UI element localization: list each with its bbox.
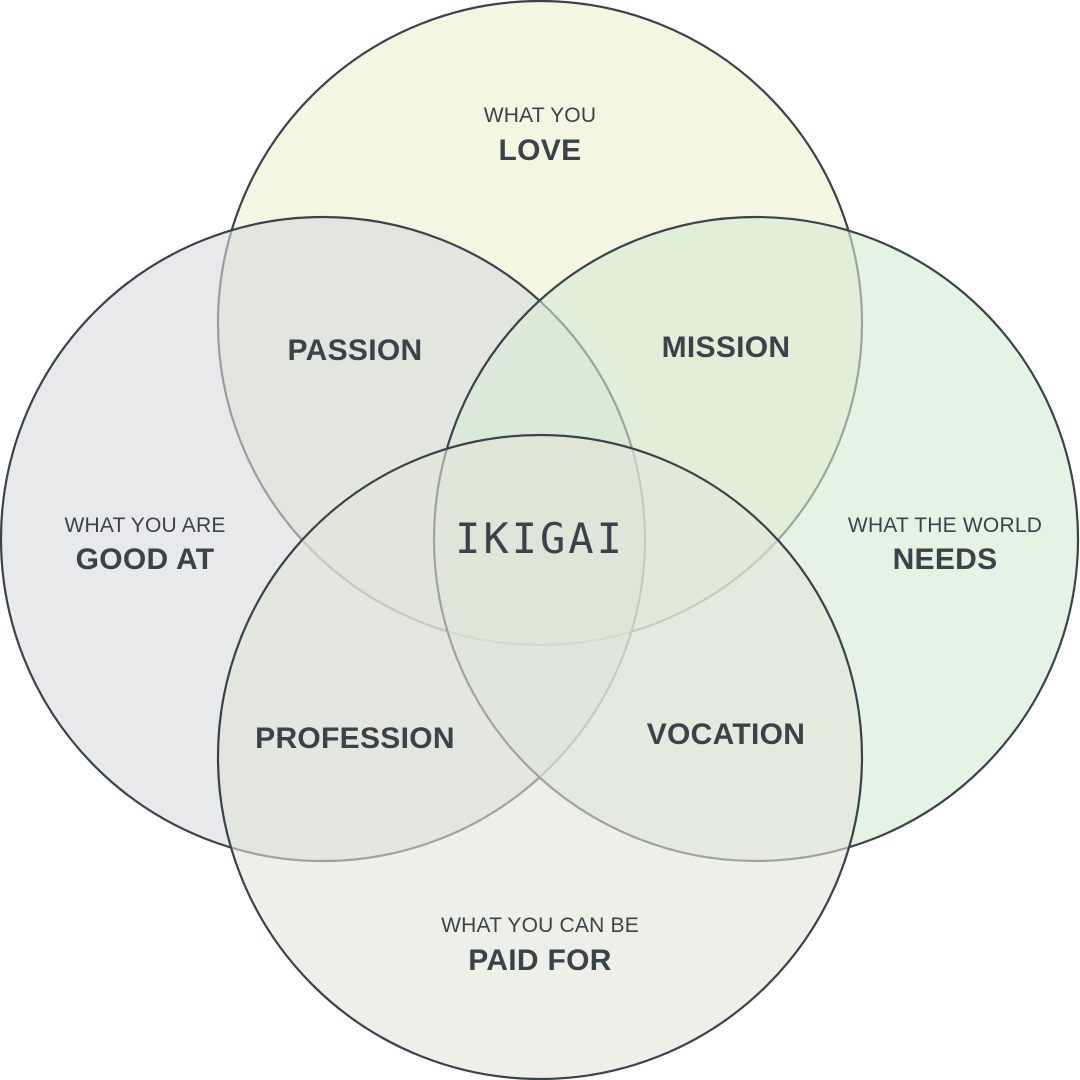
paid-big-label: PAID FOR <box>468 944 612 977</box>
mission-label: MISSION <box>662 331 791 364</box>
ikigai-center-label: IKIGAI <box>455 514 625 563</box>
passion-label: PASSION <box>288 334 423 367</box>
good-small-label: WHAT YOU ARE <box>64 514 225 537</box>
profession-label: PROFESSION <box>255 722 455 755</box>
good-big-label: GOOD AT <box>76 543 215 576</box>
world-small-label: WHAT THE WORLD <box>848 514 1042 537</box>
love-small-label: WHAT YOU <box>484 104 596 127</box>
vocation-label: VOCATION <box>647 718 806 751</box>
paid-small-label: WHAT YOU CAN BE <box>441 914 639 937</box>
love-big-label: LOVE <box>499 134 582 167</box>
circle-what-you-can-be-paid-for <box>216 433 864 1080</box>
world-big-label: NEEDS <box>893 543 998 576</box>
